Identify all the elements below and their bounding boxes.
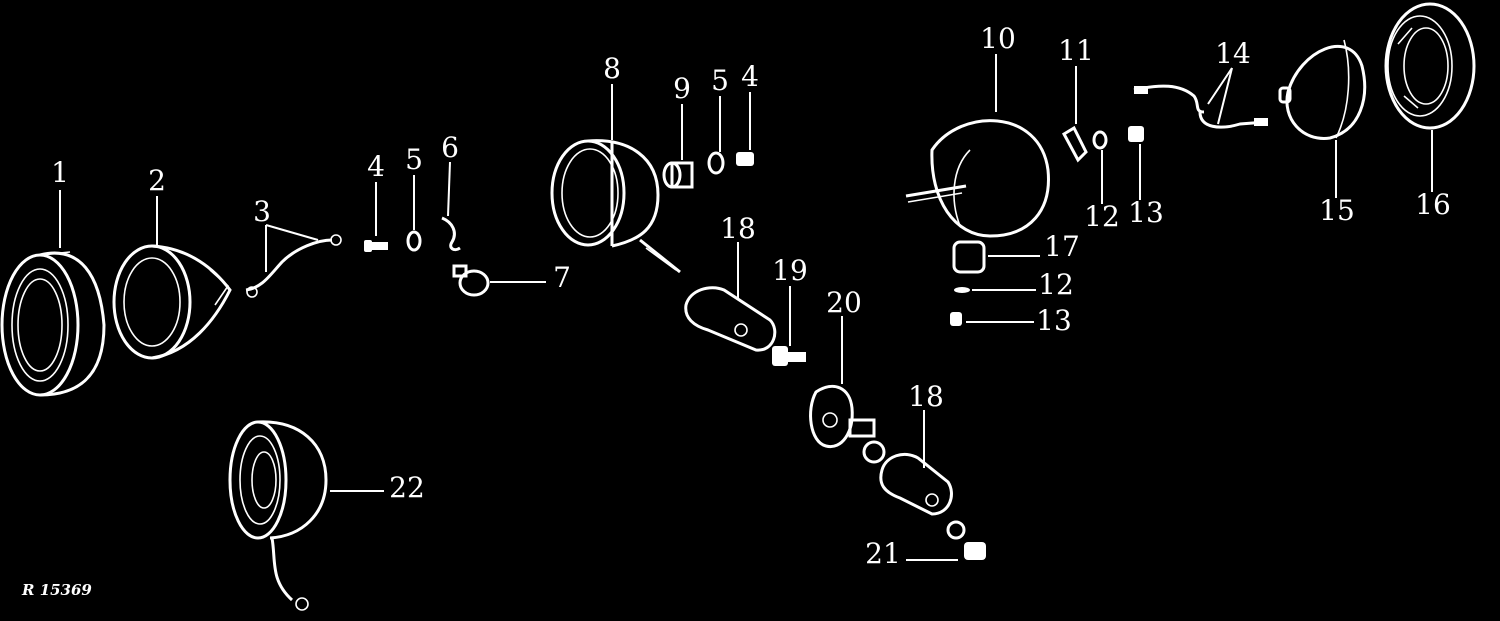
part-9-grommet xyxy=(662,161,694,189)
figure-reference: R 15369 xyxy=(21,581,92,599)
callout-4-left: 4 xyxy=(367,150,385,183)
callout-5-left: 5 xyxy=(405,143,423,176)
callout-20: 20 xyxy=(826,286,862,319)
part-21-nut xyxy=(964,542,986,560)
callout-12-upper: 12 xyxy=(1084,200,1120,233)
callout-18-upper: 18 xyxy=(720,212,756,245)
leader-lines xyxy=(59,54,1433,561)
part-18-bracket-lower xyxy=(879,453,953,516)
callout-10: 10 xyxy=(980,22,1016,55)
part-8-housing xyxy=(550,139,681,274)
part-12-washer-upper xyxy=(1092,130,1108,150)
callout-14: 14 xyxy=(1215,37,1251,70)
part-13-screw-upper xyxy=(1128,126,1144,142)
part-2-reflector xyxy=(112,244,232,360)
part-5-washer-left xyxy=(406,230,422,252)
callout-5-right: 5 xyxy=(711,64,729,97)
part-21-washer xyxy=(946,520,966,540)
part-19-bolt xyxy=(772,346,806,366)
callout-labels: 1 2 3 4 5 6 7 8 9 5 4 18 19 20 18 21 22 … xyxy=(51,22,1451,570)
part-11-clip xyxy=(1062,125,1088,163)
callout-16: 16 xyxy=(1415,188,1451,221)
callout-19: 19 xyxy=(772,254,808,287)
part-15-lens xyxy=(1278,39,1367,140)
part-1-rim xyxy=(0,251,106,397)
callout-13-lower: 13 xyxy=(1036,304,1072,337)
callout-12-lower: 12 xyxy=(1038,268,1074,301)
callout-7: 7 xyxy=(553,261,571,294)
part-4-nut-right xyxy=(736,152,754,166)
callout-11: 11 xyxy=(1058,34,1094,67)
part-14-wire-harness xyxy=(1133,84,1268,129)
callout-9: 9 xyxy=(673,72,691,105)
part-6-clip xyxy=(441,216,461,252)
callout-13-upper: 13 xyxy=(1128,196,1164,229)
part-7-bulb xyxy=(452,264,490,297)
callout-3: 3 xyxy=(253,195,271,228)
callout-15: 15 xyxy=(1319,194,1355,227)
callout-8: 8 xyxy=(603,52,621,85)
callout-2: 2 xyxy=(148,164,166,197)
part-20-swivel xyxy=(809,385,886,464)
part-18-bracket-upper xyxy=(684,286,777,352)
part-17-fitting xyxy=(952,240,986,274)
callout-4-right: 4 xyxy=(741,60,759,93)
part-22-sealed-lamp xyxy=(228,420,328,611)
part-10-dome-housing xyxy=(905,119,1050,238)
part-3-wire xyxy=(245,234,342,298)
part-13-screw-lower xyxy=(950,312,962,326)
callout-21: 21 xyxy=(865,537,901,570)
part-16-bezel xyxy=(1384,2,1476,130)
callout-18-lower: 18 xyxy=(908,380,944,413)
part-5-washer-right xyxy=(707,151,725,175)
part-12-washer-lower xyxy=(954,287,970,293)
callout-17: 17 xyxy=(1044,230,1080,263)
part-4-screw-left xyxy=(364,240,388,252)
callout-6: 6 xyxy=(441,131,459,164)
callout-1: 1 xyxy=(51,156,69,189)
callout-22: 22 xyxy=(389,471,425,504)
